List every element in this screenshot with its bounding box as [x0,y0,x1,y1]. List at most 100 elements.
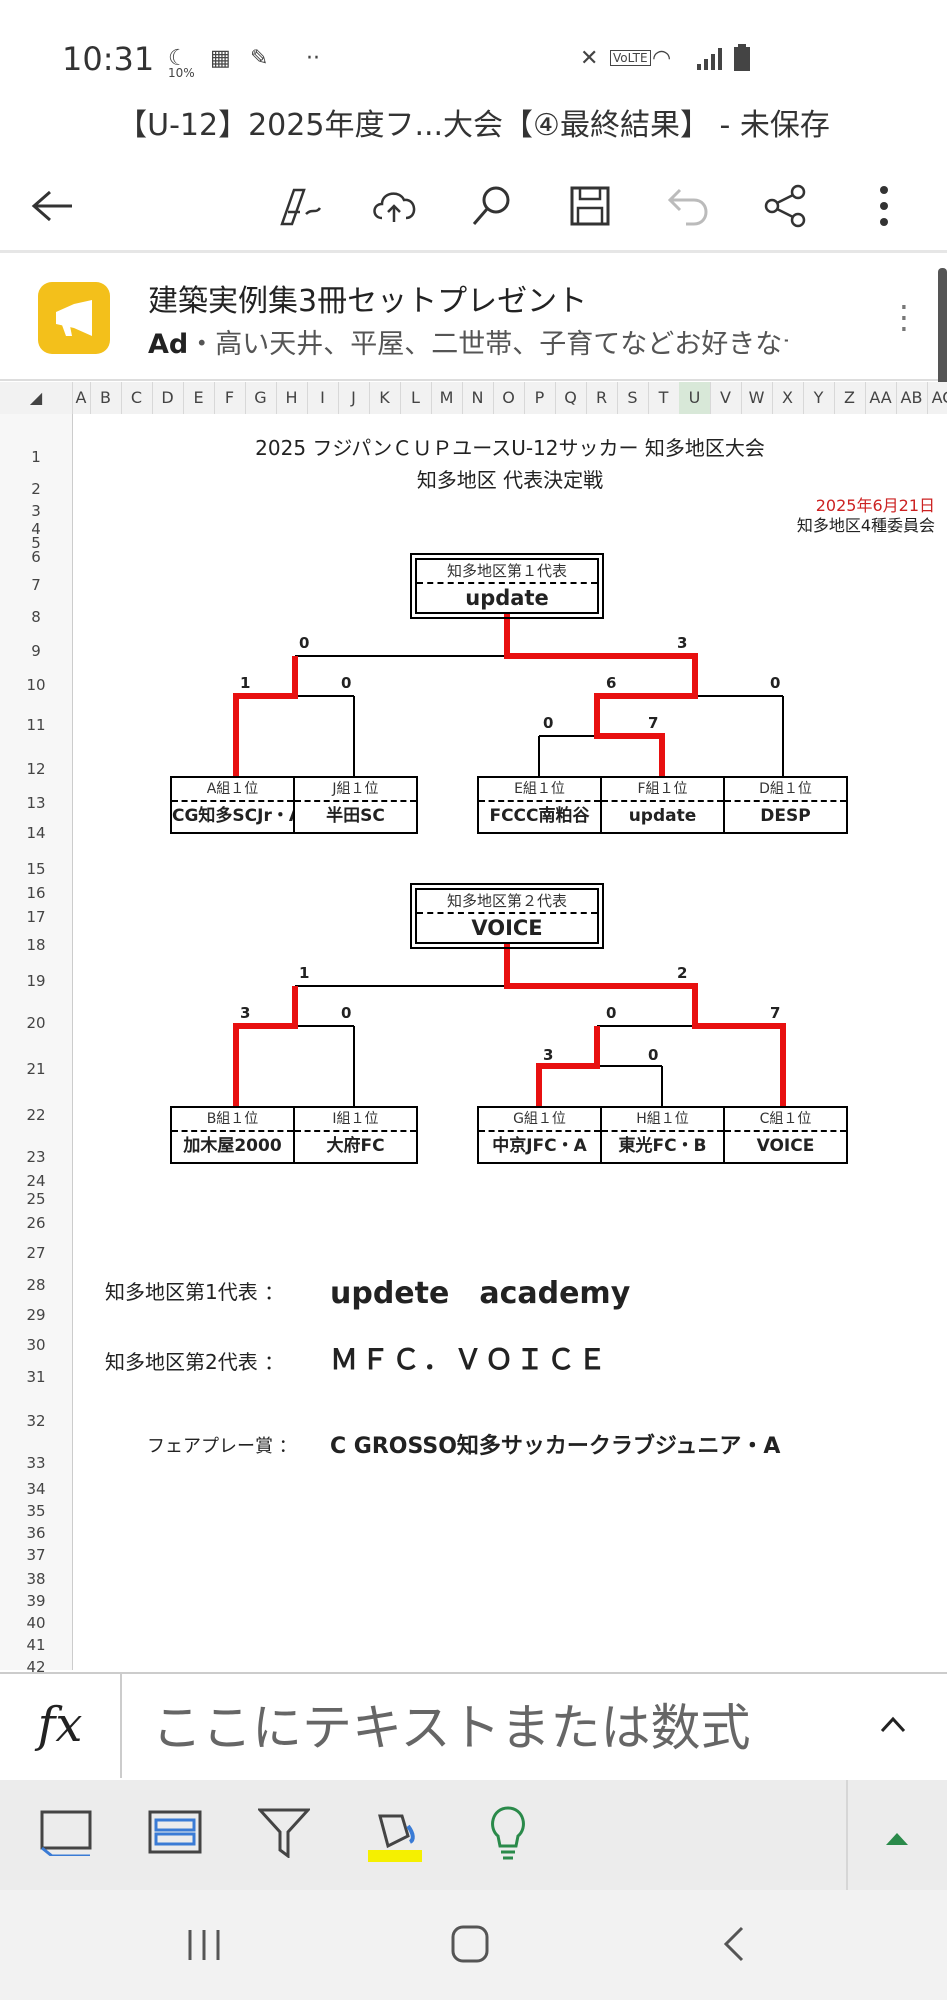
home-icon[interactable] [450,1924,490,1968]
row-header-cell[interactable]: 14 [26,824,46,842]
formula-input[interactable]: ここにテキストまたは数式 [152,1699,751,1757]
back-arrow-icon[interactable] [24,178,80,234]
row-header-cell[interactable]: 11 [26,716,46,734]
column-header-cell[interactable]: Y [803,382,835,414]
fx-button[interactable]: fx [0,1672,122,1778]
table-icon[interactable] [148,1810,202,1858]
column-header-cell[interactable]: F [214,382,246,414]
spreadsheet-grid[interactable]: 2025 フジパンＣＵＰユースU-12サッカー 知多地区大会 知多地区 代表決定… [73,414,947,1670]
column-header-cell[interactable]: G [245,382,277,414]
row-header-cell[interactable]: 29 [26,1306,46,1324]
row-header-cell[interactable]: 23 [26,1148,46,1166]
column-header-cell[interactable]: W [741,382,773,414]
score: 0 [770,674,781,692]
row-header-cell[interactable]: 28 [26,1276,46,1294]
row-header-cell[interactable]: 33 [26,1454,46,1472]
column-header-cell[interactable]: N [462,382,494,414]
row-header-cell[interactable]: 4 [31,520,41,538]
row-header-cell[interactable]: 34 [26,1480,46,1498]
select-all-corner[interactable]: ◢ [0,382,73,414]
row-header-cell[interactable]: 3 [31,502,41,520]
filter-icon[interactable] [256,1808,312,1862]
share-icon[interactable] [758,178,814,234]
chevron-up-icon[interactable] [880,1706,906,1741]
row-header-cell[interactable]: 39 [26,1592,46,1610]
column-header-cell[interactable]: R [586,382,618,414]
formula-bar[interactable] [0,1672,947,1780]
team-group: H組１位 [602,1108,723,1132]
row-header-cell[interactable]: 42 [26,1658,46,1676]
row-header-cell[interactable]: 22 [26,1106,46,1124]
row-header-cell[interactable]: 25 [26,1190,46,1208]
column-header-cell[interactable]: M [431,382,463,414]
ad-banner[interactable] [0,253,947,381]
column-header-cell[interactable]: Z [834,382,866,414]
column-header-cell[interactable]: K [369,382,401,414]
column-header-cell[interactable]: X [772,382,804,414]
search-icon[interactable] [464,178,520,234]
row-header-cell[interactable]: 6 [31,548,41,566]
row-header-cell[interactable]: 30 [26,1336,46,1354]
row-header-cell[interactable]: 31 [26,1368,46,1386]
ad-more-icon[interactable]: ⋮ [888,298,920,336]
column-header-cell[interactable]: E [183,382,215,414]
row-header-cell[interactable]: 9 [31,642,41,660]
column-header-cell[interactable]: C [121,382,153,414]
cloud-upload-icon[interactable] [366,178,422,234]
row-header-cell[interactable]: 16 [26,884,46,902]
row-header-cell[interactable]: 24 [26,1172,46,1190]
row-header-cell[interactable]: 2 [31,480,41,498]
row-header-cell[interactable]: 27 [26,1244,46,1262]
row-header-cell[interactable]: 20 [26,1014,46,1032]
row-header-cell[interactable]: 10 [26,676,46,694]
column-header-cell[interactable]: Q [555,382,587,414]
row-header-cell[interactable]: 18 [26,936,46,954]
row-header-cell[interactable]: 1 [31,448,41,466]
row-header-cell[interactable]: 41 [26,1636,46,1654]
row-header-cell[interactable]: 40 [26,1614,46,1632]
row-header-cell[interactable]: 5 [31,534,41,552]
ad-title[interactable]: 建築実例集3冊セットプレゼント [148,284,588,319]
column-header-cell[interactable]: H [276,382,308,414]
row-header-cell[interactable]: 32 [26,1412,46,1430]
column-header-cell[interactable]: V [710,382,742,414]
row-header-cell[interactable]: 17 [26,908,46,926]
column-header-cell[interactable]: B [90,382,122,414]
row-header-cell[interactable]: 21 [26,1060,46,1078]
column-header-cell[interactable]: AA [865,382,897,414]
column-header-cell[interactable]: J [338,382,370,414]
fill-color-icon[interactable] [366,1806,426,1866]
row-header-cell[interactable]: 35 [26,1502,46,1520]
row-header-cell[interactable]: 12 [26,760,46,778]
column-header-cell[interactable]: I [307,382,339,414]
save-icon[interactable] [562,178,618,234]
row-header-cell[interactable]: 37 [26,1546,46,1564]
column-header-cell[interactable]: O [493,382,525,414]
row-header-cell[interactable]: 13 [26,794,46,812]
row-header-cell[interactable]: 7 [31,576,41,594]
more-vert-icon[interactable] [856,178,912,234]
column-header-cell[interactable]: P [524,382,556,414]
column-header-cell[interactable]: AB [896,382,928,414]
row-header-cell[interactable]: 26 [26,1214,46,1232]
row-header-cell[interactable]: 15 [26,860,46,878]
column-header-cell[interactable]: A [72,382,91,414]
row-header-cell[interactable]: 8 [31,608,41,626]
row-header-cell[interactable]: 19 [26,972,46,990]
column-header-cell[interactable]: L [400,382,432,414]
column-header-cell[interactable]: AC [927,382,947,414]
score: 0 [341,674,352,692]
draw-icon[interactable] [272,178,328,234]
undo-icon[interactable] [660,178,716,234]
sheet-view-icon[interactable] [40,1808,94,1860]
column-header-cell[interactable]: T [648,382,680,414]
column-header-cell[interactable]: S [617,382,649,414]
column-header-cell[interactable]: U [679,382,711,417]
back-icon[interactable] [722,1926,746,1966]
row-header-cell[interactable]: 36 [26,1524,46,1542]
column-header-cell[interactable]: D [152,382,184,414]
row-header-cell[interactable]: 38 [26,1570,46,1588]
expand-up-icon[interactable] [886,1830,908,1849]
idea-bulb-icon[interactable] [486,1804,530,1864]
recent-apps-icon[interactable] [186,1928,222,1966]
